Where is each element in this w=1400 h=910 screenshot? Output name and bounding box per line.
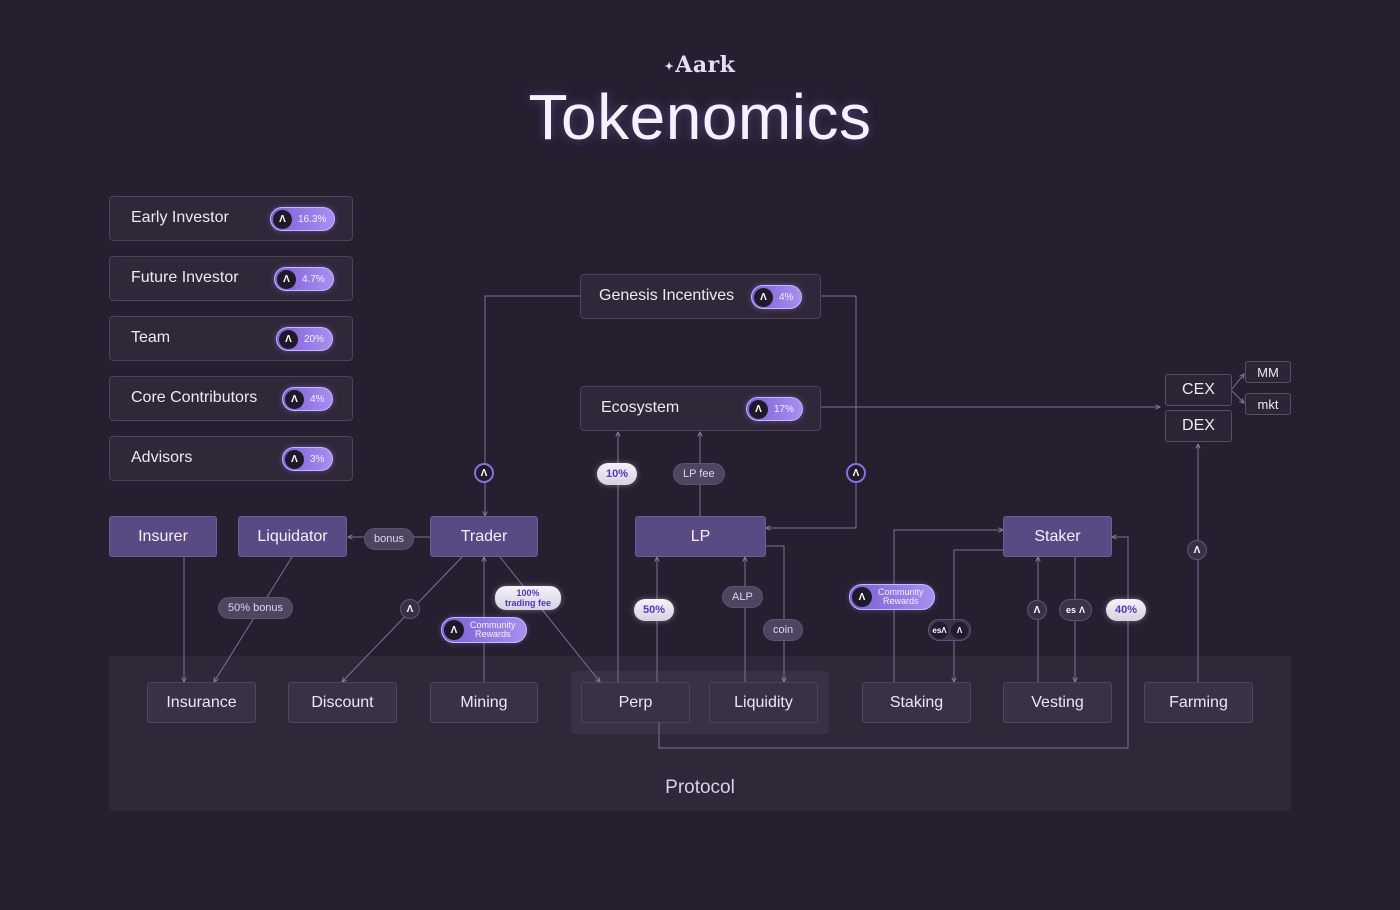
- insurer-node: Insurer: [109, 516, 217, 557]
- pool-label: Ecosystem: [601, 399, 680, 416]
- protocol-label: Protocol: [665, 777, 735, 798]
- bonus-tag: bonus: [364, 528, 414, 550]
- allocation-advisors: Advisors Λ 3%: [109, 436, 353, 481]
- token-glyph: Λ: [1079, 605, 1086, 615]
- allocation-label: Early Investor: [131, 209, 229, 226]
- token-icon: Λ: [951, 621, 968, 639]
- staker-node: Staker: [1003, 516, 1112, 557]
- allocation-core-contributors: Core Contributors Λ 4%: [109, 376, 353, 421]
- badge-line: Community: [878, 587, 924, 597]
- token-icon: Λ: [754, 287, 773, 307]
- token-coin-icon: Λ: [474, 463, 494, 483]
- allocation-percent-badge: Λ 20%: [276, 327, 334, 351]
- mkt-box: mkt: [1245, 393, 1291, 415]
- allocation-team: Team Λ 20%: [109, 316, 353, 361]
- logo-text: Aark: [675, 52, 736, 78]
- liquidator-node: Liquidator: [238, 516, 347, 557]
- staking-node: Staking: [862, 682, 971, 723]
- mm-box: MM: [1245, 361, 1291, 383]
- token-icon: Λ: [273, 209, 292, 229]
- ecosystem-box: Ecosystem Λ 17%: [580, 386, 821, 431]
- badge-line: Rewards: [475, 629, 511, 639]
- tag-line: trading fee: [505, 598, 552, 608]
- alp-tag: ALP: [722, 586, 763, 608]
- percent-value: 4%: [779, 291, 794, 303]
- es-prefix: es: [932, 625, 942, 635]
- tag-line: 100%: [516, 588, 540, 598]
- cex-box: CEX: [1165, 374, 1232, 406]
- token-icon: Λ: [852, 587, 872, 607]
- allocation-future-investor: Future Investor Λ 4.7%: [109, 256, 353, 301]
- allocation-label: Advisors: [131, 449, 193, 466]
- discount-node: Discount: [288, 682, 397, 723]
- percent-value: 16.3%: [298, 213, 327, 225]
- allocation-percent-badge: Λ 4.7%: [274, 267, 334, 291]
- farming-node: Farming: [1144, 682, 1253, 723]
- pool-label: Genesis Incentives: [599, 287, 735, 304]
- token-icon: Λ: [749, 399, 768, 419]
- token-icon: Λ: [277, 269, 296, 289]
- token-coin-icon: Λ: [1027, 600, 1047, 620]
- insurance-node: Insurance: [147, 682, 256, 723]
- allocation-label: Future Investor: [131, 269, 239, 286]
- genesis-incentives-box: Genesis Incentives Λ 4%: [580, 274, 821, 319]
- percent-value: 20%: [304, 333, 325, 345]
- token-icon: Λ: [279, 329, 298, 349]
- token-glyph: Λ: [941, 625, 947, 635]
- allocation-percent-badge: Λ 3%: [282, 447, 334, 471]
- allocation-label: Team: [131, 329, 171, 346]
- pool-percent-badge: Λ 4%: [751, 285, 803, 309]
- percent-value: 17%: [774, 403, 795, 415]
- percent-value: 4.7%: [302, 273, 325, 285]
- ten-percent-tag: 10%: [597, 463, 638, 485]
- trader-node: Trader: [430, 516, 538, 557]
- perp-node: Perp: [581, 682, 690, 723]
- vesting-node: Vesting: [1003, 682, 1112, 723]
- trading-fee-tag: 100% trading fee: [495, 586, 562, 610]
- percent-value: 4%: [310, 393, 325, 405]
- allocation-percent-badge: Λ 16.3%: [270, 207, 336, 231]
- lp-node: LP: [635, 516, 766, 557]
- token-coin-icon: Λ: [846, 463, 866, 483]
- fifty-bonus-tag: 50% bonus: [218, 597, 294, 619]
- pool-percent-badge: Λ 17%: [746, 397, 804, 421]
- page-title: Tokenomics: [528, 81, 872, 153]
- fifty-percent-tag: 50%: [634, 599, 675, 621]
- percent-value: 3%: [310, 453, 325, 465]
- token-icon: Λ: [444, 620, 464, 640]
- token-coin-icon: Λ: [400, 599, 420, 619]
- badge-line: Community: [470, 620, 516, 630]
- es-prefix: es: [1065, 605, 1076, 615]
- allocation-label: Core Contributors: [131, 389, 258, 406]
- logo-star-icon: ✦: [664, 59, 675, 73]
- lp-fee-tag: LP fee: [673, 463, 725, 485]
- forty-percent-tag: 40%: [1106, 599, 1147, 621]
- badge-line: Rewards: [883, 596, 919, 606]
- token-coin-icon: Λ: [1187, 540, 1207, 560]
- mining-node: Mining: [430, 682, 538, 723]
- token-icon: Λ: [285, 389, 304, 409]
- dex-box: DEX: [1165, 410, 1232, 442]
- liquidity-node: Liquidity: [709, 682, 818, 723]
- allocation-early-investor: Early Investor Λ 16.3%: [109, 196, 353, 241]
- token-icon: Λ: [285, 449, 304, 469]
- allocation-percent-badge: Λ 4%: [282, 387, 334, 411]
- coin-tag: coin: [763, 619, 804, 641]
- brand-logo: ✦Aark: [0, 52, 1400, 78]
